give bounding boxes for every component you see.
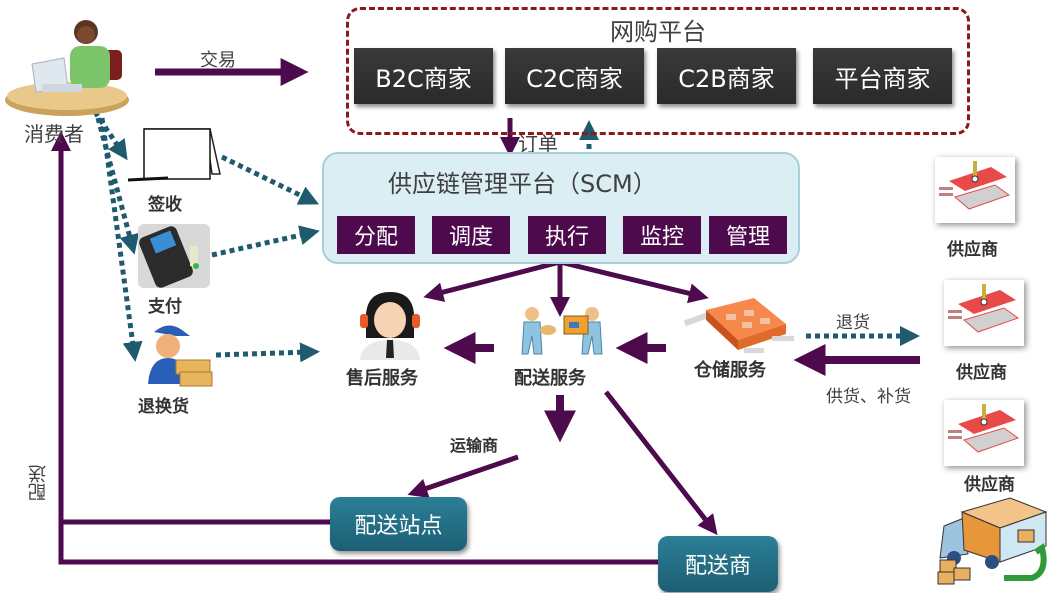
action-return[interactable]: 退换货 [138, 322, 223, 417]
after-sales-label: 售后服务 [346, 368, 418, 389]
service-after-sales[interactable]: 售后服务 [344, 288, 434, 389]
service-warehouse[interactable]: 仓储服务 [683, 298, 794, 383]
warehouse-service-label: 仓储服务 [694, 360, 766, 381]
pos-terminal-icon [138, 224, 210, 288]
scm-title: 供应链管理平台（SCM） [388, 170, 657, 198]
supplier-label: 供应商 [964, 475, 1015, 495]
merchant-b2c[interactable]: B2C商家 [354, 48, 493, 104]
carrier-to-station-arrow [407, 454, 519, 498]
supplier-label: 供应商 [947, 240, 998, 260]
trade-label: 交易 [200, 50, 236, 71]
warehouse-icon [683, 298, 794, 353]
scm-function-schedule[interactable]: 调度 [432, 216, 510, 254]
delivery-vertical-label: 配送 [28, 465, 49, 501]
supplier-label: 供应商 [956, 363, 1007, 383]
carrier-label: 运输商 [450, 436, 499, 455]
merchant-platform[interactable]: 平台商家 [813, 48, 952, 104]
consumer-label: 消费者 [24, 122, 84, 146]
scm-function-monitor[interactable]: 监控 [623, 216, 701, 254]
consumer-node[interactable]: 消费者 [0, 18, 135, 148]
delivery-station-box[interactable]: 配送站点 [330, 497, 467, 551]
sign-label: 签收 [148, 195, 182, 215]
supplier-3[interactable]: 供应商 [944, 400, 1034, 495]
return-goods-label: 退货 [836, 313, 870, 333]
merchant-c2c[interactable]: C2C商家 [505, 48, 644, 104]
supplier-1[interactable]: 供应商 [935, 157, 1025, 260]
signing-notepad-icon [127, 128, 221, 182]
delivery-to-provider-arrow [604, 390, 718, 536]
consumer-to-sign-arrow [92, 110, 128, 161]
pay-label: 支付 [148, 297, 182, 317]
online-platform-title: 网购平台 [610, 18, 706, 46]
action-sign[interactable]: 签收 [127, 126, 228, 216]
merchant-c2b[interactable]: C2B商家 [657, 48, 796, 104]
service-delivery[interactable]: 配送服务 [508, 304, 612, 389]
scm-to-aftersales-arrow [423, 259, 561, 302]
provider-to-consumer-line [51, 131, 658, 565]
scm-to-warehouse-arrow [559, 259, 709, 304]
online-platform-container [346, 7, 970, 135]
delivery-truck-icon [937, 497, 1048, 585]
pay-to-scm-arrow [211, 225, 320, 258]
factory-conveyor-icon [944, 280, 1024, 346]
package-handover-icon [521, 307, 603, 355]
customer-service-agent-icon [360, 292, 420, 360]
factory-conveyor-icon [935, 157, 1015, 223]
scm-function-manage[interactable]: 管理 [709, 216, 787, 254]
factory-conveyor-icon [944, 400, 1024, 466]
sign-to-scm-arrow [220, 154, 319, 205]
consumer-at-laptop-icon [5, 20, 129, 116]
return-to-service-arrow [215, 342, 320, 363]
courier-with-boxes-icon [148, 325, 213, 387]
action-pay[interactable]: 支付 [138, 224, 218, 319]
consumer-to-return-arrow [99, 117, 143, 362]
scm-function-allocate[interactable]: 分配 [337, 216, 415, 254]
delivery-service-label: 配送服务 [514, 368, 586, 389]
supply-restock-label: 供货、补货 [826, 387, 911, 407]
supplier-2[interactable]: 供应商 [944, 280, 1034, 383]
delivery-provider-box[interactable]: 配送商 [658, 536, 778, 592]
return-exchange-label: 退换货 [138, 397, 189, 417]
scm-function-execute[interactable]: 执行 [528, 216, 606, 254]
